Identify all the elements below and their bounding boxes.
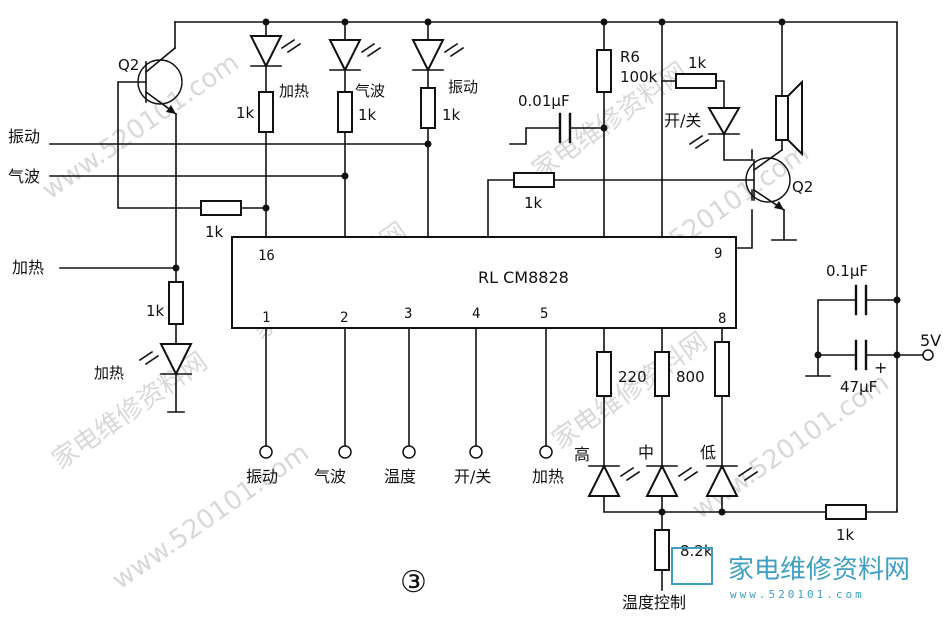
led-left-heating [138, 343, 193, 413]
resistor-high [596, 351, 612, 397]
resistor-temp [654, 529, 670, 571]
button-label-heating: 加热 [532, 467, 564, 486]
resistor-power-led [675, 73, 717, 89]
resistor-r6 [596, 49, 612, 93]
junction-dot [262, 204, 270, 212]
junction-dot [718, 508, 726, 516]
pin-16-label: 16 [258, 248, 275, 264]
resistor-q2-base [513, 172, 555, 188]
pin-3-label: 3 [404, 306, 412, 322]
led-top-airwave [328, 21, 382, 93]
led-label-left-heating: 加热 [94, 364, 124, 382]
led-label-heating: 加热 [279, 82, 309, 100]
watermark-text: 家电维修资料网 [547, 327, 713, 456]
led-label-airwave: 气波 [355, 82, 385, 100]
pin-8-label: 8 [718, 311, 726, 327]
junction-dot [814, 351, 822, 359]
input-label-airwave: 气波 [8, 167, 40, 186]
resistor-top-heating [258, 91, 274, 133]
resistor-bottom [825, 504, 867, 520]
watermark-text: www.520101.com [107, 438, 315, 596]
watermark-text: 家电维修资料网 [47, 347, 213, 476]
input-label-vibration: 振动 [8, 127, 40, 146]
capacitor-right-top [817, 284, 898, 356]
resistor-top-airwave [337, 91, 353, 133]
q2-left-label: Q2 [118, 56, 139, 74]
resistor-value: 1k [146, 302, 165, 320]
r6-value: 100k [620, 68, 658, 86]
supply-terminal [922, 349, 934, 361]
led-temp-high [587, 463, 641, 497]
brand-text: 家电维修资料网 [728, 555, 910, 585]
button-label-temperature: 温度 [384, 467, 416, 486]
capacitor-top-value: 0.01μF [518, 92, 570, 110]
ic-label: RL CM8828 [478, 268, 569, 287]
pin-4-label: 4 [472, 306, 480, 322]
pin-5-label: 5 [540, 306, 548, 322]
r6-name: R6 [620, 48, 640, 66]
capacitor-value: 47μF [840, 378, 877, 396]
resistor-low [714, 341, 730, 397]
top-supply-rail [174, 21, 898, 301]
led-top-vibration [411, 21, 465, 89]
led-label-vibration: 振动 [448, 78, 478, 96]
temp-control-label: 温度控制 [622, 593, 686, 612]
resistor-value: 220 [618, 368, 647, 386]
button-pins [259, 327, 553, 459]
resistor-base [200, 200, 242, 216]
pin-2-label: 2 [340, 310, 348, 326]
temp-led-label-low: 低 [700, 443, 716, 462]
led-temp-mid [645, 463, 699, 497]
transistor-q2-right [553, 21, 797, 241]
led-top-heating [249, 21, 302, 93]
supply-label: 5V [920, 331, 941, 350]
brand-logo: 家电维修资料网 www.520101.com [671, 547, 910, 601]
resistor-base-value: 1k [205, 223, 224, 241]
button-label-vibration: 振动 [246, 467, 278, 486]
resistor-value: 1k [836, 526, 855, 544]
temp-led-label-mid: 中 [638, 443, 654, 462]
resistor-left-led [168, 281, 184, 325]
resistor-mid [654, 351, 670, 397]
resistor-value: 1k [442, 106, 461, 124]
q2-right-label: Q2 [792, 178, 813, 196]
resistor-top-vibration [420, 87, 436, 129]
capacitor-right-bottom [805, 339, 925, 377]
transistor-q2-left [117, 21, 201, 269]
ic-chip [231, 236, 737, 329]
figure-number: ③ [400, 565, 427, 600]
resistor-value: 1k [236, 104, 255, 122]
resistor-value: 800 [676, 368, 705, 386]
button-label-airwave: 气波 [314, 467, 346, 486]
button-label-power: 开/关 [454, 467, 491, 486]
led-label-power: 开/关 [664, 111, 701, 130]
capacitor-top [509, 112, 605, 145]
resistor-value: 8.2k [680, 542, 713, 560]
brand-url: www.520101.com [730, 588, 865, 601]
capacitor-polarity: + [874, 358, 887, 377]
speaker-icon [775, 79, 803, 157]
pin-9-label: 9 [714, 246, 722, 262]
input-label-heating: 加热 [12, 258, 44, 277]
resistor-value: 1k [358, 106, 377, 124]
capacitor-value: 0.1μF [826, 262, 868, 280]
led-power [688, 107, 753, 161]
temp-led-label-high: 高 [574, 445, 590, 464]
pin-1-label: 1 [262, 310, 270, 326]
resistor-value: 1k [524, 194, 543, 212]
resistor-value: 1k [688, 54, 707, 72]
